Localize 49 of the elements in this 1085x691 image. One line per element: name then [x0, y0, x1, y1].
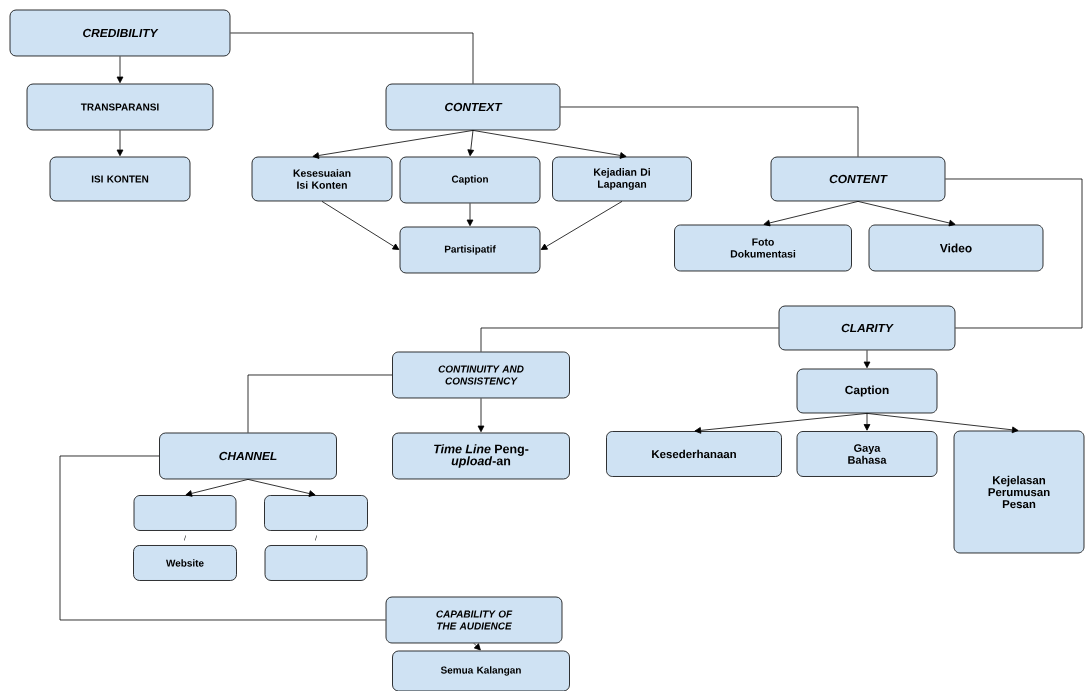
heading-box: CONTEXT [385, 83, 561, 131]
arrow [763, 201, 859, 227]
concept-box: ISI KONTEN [49, 156, 191, 202]
heading-box: CREDIBILITY [9, 9, 231, 57]
connector-line [560, 106, 859, 157]
arrow [863, 350, 871, 369]
concept-box: Caption [796, 368, 938, 414]
concept-box: Website [133, 545, 237, 581]
concept-box: Video [868, 224, 1044, 272]
heading-box: CONTINUITY AND CONSISTENCY [392, 351, 570, 399]
concept-box: Foto Dokumentasi [674, 224, 852, 272]
concept-box: Semua Kalangan [392, 650, 570, 691]
arrow [185, 479, 249, 497]
arrow [247, 479, 316, 497]
concept-box: Caption [399, 156, 541, 204]
concept-box: Kesesuaian Isi Konten [251, 156, 393, 202]
heading-box: CLARITY [778, 305, 956, 351]
empty-box [264, 495, 368, 531]
arrow [866, 413, 1019, 434]
arrow [477, 398, 485, 433]
arrow [863, 413, 871, 431]
arrow [116, 56, 124, 84]
connector-line [59, 455, 386, 621]
connector-line [247, 374, 393, 433]
arrow [466, 203, 474, 227]
arrow [540, 201, 623, 250]
arrow [116, 130, 124, 157]
heading-box: CHANNEL [159, 432, 337, 480]
arrow [473, 643, 481, 651]
arrow [321, 201, 400, 250]
concept-box: Gaya Bahasa [796, 431, 938, 477]
concept-box: Kejelasan Perumusan Pesan [953, 430, 1085, 554]
arrow [857, 201, 956, 227]
connector-line [480, 327, 779, 352]
concept-box: Partisipatif [399, 226, 541, 274]
heading-box: CONTENT [770, 156, 946, 202]
arrow [472, 130, 627, 159]
heading-box: CAPABILITY OF THE AUDIENCE [385, 596, 563, 644]
connector-line [945, 178, 1083, 329]
connector-line [230, 32, 474, 84]
empty-box [264, 545, 368, 581]
concept-box: TRANSPARANSI [26, 83, 214, 131]
arrow [312, 130, 474, 159]
arrow [467, 130, 475, 157]
arrow [694, 413, 868, 434]
concept-box: Kejadian Di Lapangan [552, 156, 692, 202]
concept-box: Kesederhanaan [606, 431, 782, 477]
concept-box: Time Line Peng-upload-an [392, 432, 570, 480]
empty-box [133, 495, 237, 531]
